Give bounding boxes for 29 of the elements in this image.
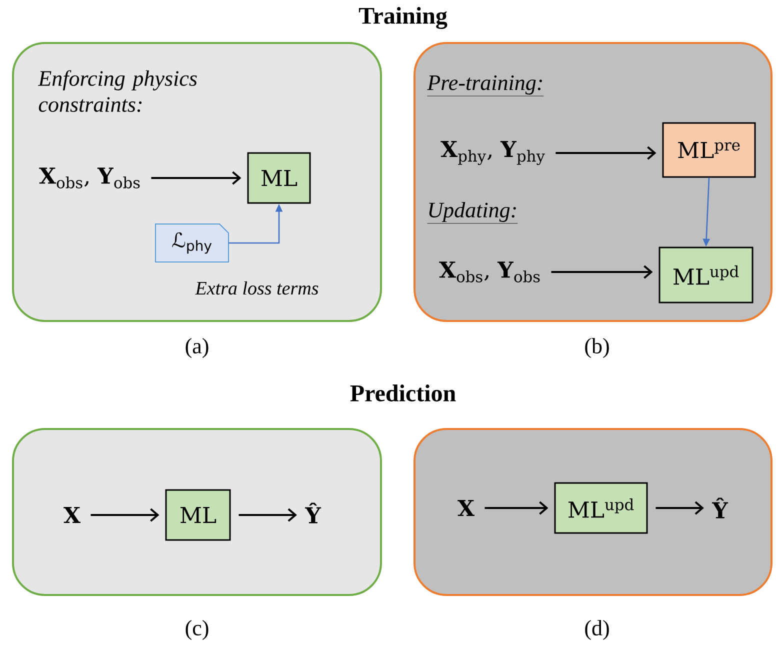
section-heading: Pre-training: (427, 75, 544, 96)
section-heading: Updating: (427, 202, 518, 224)
data-label: X$_{obs}$, Y$_{obs}$ (39, 168, 140, 188)
panel-caption: (c) (186, 620, 208, 640)
section-heading: Enforcing physics constraints: (38, 70, 197, 112)
data-label: Ŷ (304, 502, 322, 524)
arrow (656, 501, 704, 515)
arrow (90, 508, 160, 522)
arrow (238, 508, 297, 522)
panel-caption: (b) (585, 338, 609, 358)
data-label: X$_{phy}$, Y$_{phy}$ (440, 141, 545, 165)
data-label: X (458, 500, 475, 516)
arrow (484, 501, 548, 515)
arrow (556, 146, 656, 160)
panel-caption: (d) (585, 620, 609, 640)
model-box: ML (165, 489, 231, 541)
panel-caption: (a) (186, 338, 208, 358)
model-box: ML$^{upd}$ (554, 482, 648, 534)
section-title: Prediction (350, 384, 456, 402)
data-label: X$_{obs}$, Y$_{obs}$ (439, 262, 540, 282)
model-box: ML$^{upd}$ (658, 246, 754, 304)
section-title: Training (358, 7, 448, 29)
data-label: X (64, 506, 81, 524)
note-text: Extra loss terms (195, 281, 318, 295)
model-box: ML (247, 152, 311, 204)
model-box: ML$^{pre}$ (662, 122, 756, 178)
data-label: Ŷ (712, 498, 728, 518)
arrow (551, 265, 653, 279)
arrow (151, 171, 242, 185)
